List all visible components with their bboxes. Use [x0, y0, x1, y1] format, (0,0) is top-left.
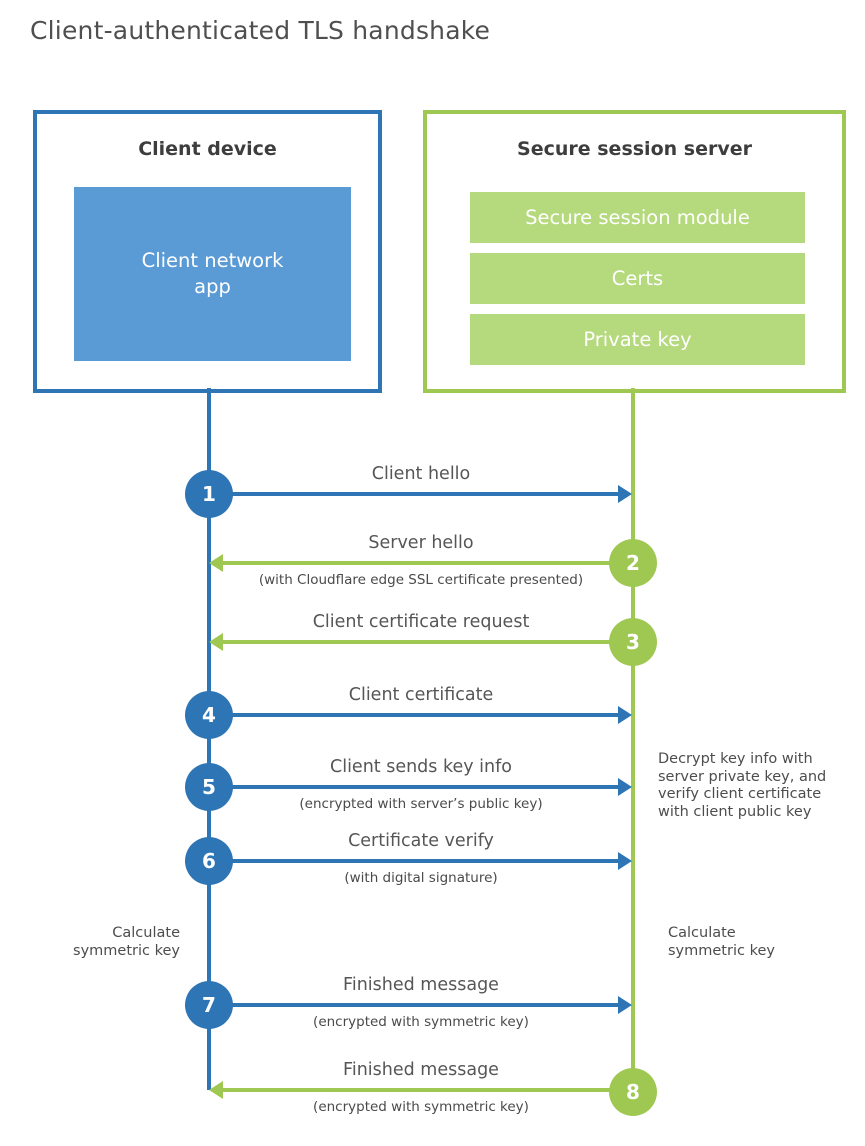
module-private-key: Private key [470, 314, 805, 365]
step-4-label: Client certificate [348, 685, 494, 705]
step-7-arrow [209, 1003, 620, 1007]
step-2-arrow [221, 561, 633, 565]
step-6-arrowhead-icon [618, 852, 632, 870]
step-8-note: (encrypted with symmetric key) [313, 1099, 529, 1115]
step-3-arrow [221, 640, 633, 644]
step-4-arrowhead-icon [618, 706, 632, 724]
page-title: Client-authenticated TLS handshake [30, 16, 491, 45]
step-1-label: Client hello [371, 464, 471, 484]
step-6-note: (with digital signature) [344, 870, 498, 886]
client-lifeline [207, 388, 211, 1090]
step-7-arrowhead-icon [618, 996, 632, 1014]
step-2-label: Server hello [368, 533, 474, 553]
step-4-arrow [209, 713, 620, 717]
client-device-title: Client device [138, 138, 277, 160]
step-2-badge: 2 [609, 539, 657, 587]
step-1-badge: 1 [185, 470, 233, 518]
step-6-badge: 6 [185, 837, 233, 885]
step-5-badge: 5 [185, 763, 233, 811]
decrypt-note: Decrypt key info with server private key… [658, 751, 827, 820]
calculate-symmetric-key-right: Calculate symmetric key [668, 925, 775, 959]
secure-session-server-title: Secure session server [517, 138, 752, 160]
calculate-symmetric-key-left: Calculate symmetric key [73, 925, 180, 959]
secure-session-server-box: Secure session server Secure session mod… [423, 110, 846, 393]
step-2-note: (with Cloudflare edge SSL certificate pr… [258, 572, 584, 588]
step-8-arrowhead-icon [209, 1081, 223, 1099]
step-7-badge: 7 [185, 981, 233, 1029]
module-secure-session: Secure session module [470, 192, 805, 243]
step-4-badge: 4 [185, 691, 233, 739]
client-network-app-box: Client network app [74, 187, 351, 361]
step-8-badge: 8 [609, 1068, 657, 1116]
step-2-arrowhead-icon [209, 554, 223, 572]
step-5-arrowhead-icon [618, 778, 632, 796]
step-5-label: Client sends key info [329, 757, 512, 777]
step-8-arrow [221, 1088, 633, 1092]
step-6-arrow [209, 859, 620, 863]
step-7-label: Finished message [343, 975, 499, 995]
step-1-arrowhead-icon [618, 485, 632, 503]
client-network-app-label: Client network app [141, 249, 284, 298]
client-device-box: Client device Client network app [33, 110, 382, 393]
step-8-label: Finished message [343, 1060, 499, 1080]
step-3-arrowhead-icon [209, 633, 223, 651]
module-certs: Certs [470, 253, 805, 304]
step-3-badge: 3 [609, 618, 657, 666]
step-5-note: (encrypted with server’s public key) [299, 796, 543, 812]
step-7-note: (encrypted with symmetric key) [313, 1014, 529, 1030]
step-3-label: Client certificate request [312, 612, 530, 632]
step-6-label: Certificate verify [348, 831, 494, 851]
server-lifeline [631, 388, 635, 1092]
step-1-arrow [209, 492, 620, 496]
step-5-arrow [209, 785, 620, 789]
